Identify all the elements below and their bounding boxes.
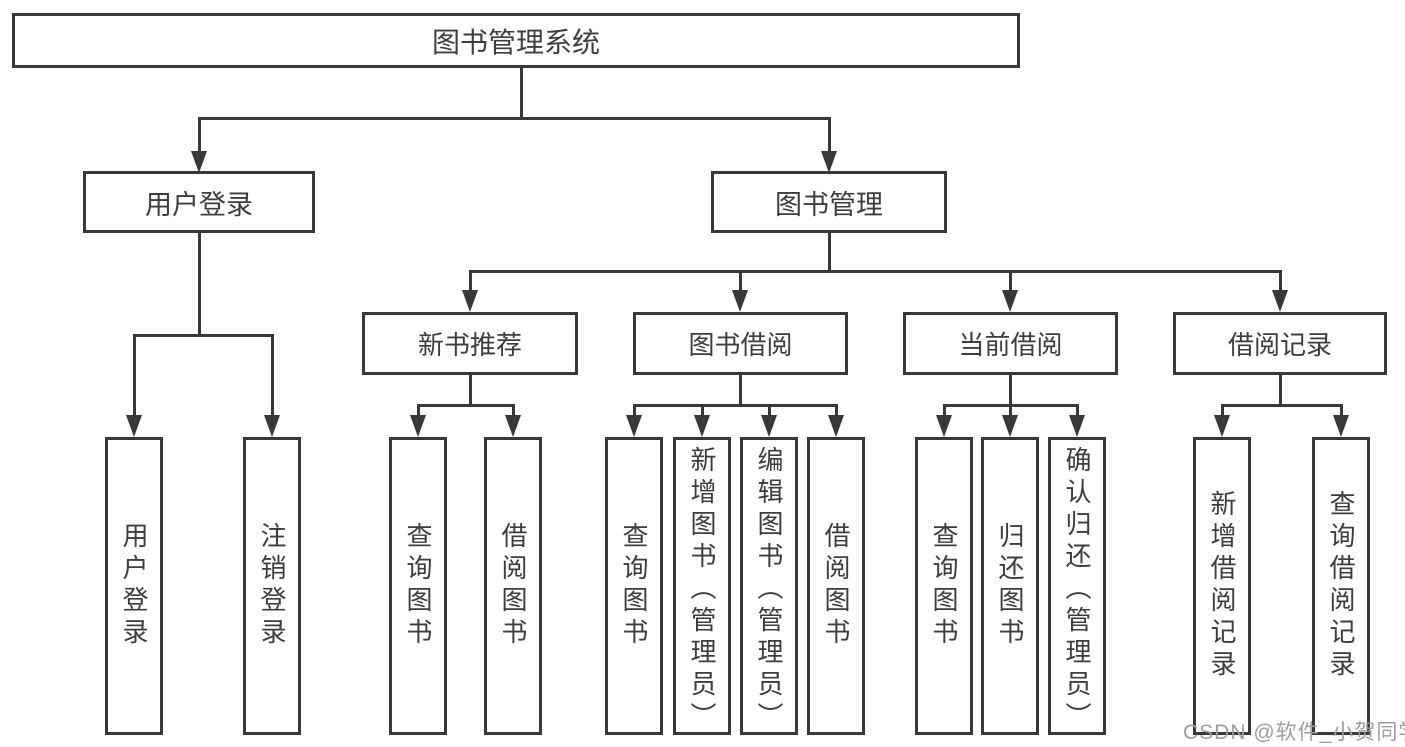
connector-recommend-stem xyxy=(469,374,472,407)
arrow-down-icon xyxy=(1272,290,1288,312)
node-current-borrow: 当前借阅 xyxy=(903,312,1118,375)
node-leaf-edit-books-admin: 编辑图书（管理员） xyxy=(740,437,798,735)
connector-drop xyxy=(1221,406,1224,418)
arrow-down-icon xyxy=(191,151,207,173)
arrow-down-icon xyxy=(821,151,837,173)
node-new-book-recommend: 新书推荐 xyxy=(362,312,578,375)
connector-drop-records xyxy=(1279,272,1282,292)
node-leaf-return-books: 归还图书 xyxy=(981,437,1039,735)
arrow-down-icon xyxy=(1214,415,1230,437)
connector-drop xyxy=(835,406,838,418)
arrow-down-icon xyxy=(505,415,521,437)
node-leaf-add-books-admin: 新增图书（管理员） xyxy=(673,437,731,735)
node-user-login: 用户登录 xyxy=(83,171,315,233)
arrow-down-icon xyxy=(410,415,426,437)
connector-borrow-stem xyxy=(739,374,742,407)
node-leaf-confirm-return-admin: 确认归还（管理员） xyxy=(1048,437,1106,735)
connector-drop xyxy=(943,406,946,418)
node-leaf-user-login: 用户登录 xyxy=(105,437,163,735)
connector-records-stem xyxy=(1279,374,1282,407)
connector-drop xyxy=(768,406,771,418)
connector-user-login-stem xyxy=(198,232,201,336)
node-leaf-query-books-recommend: 查询图书 xyxy=(389,437,447,735)
node-leaf-logout: 注销登录 xyxy=(243,437,301,735)
arrow-down-icon xyxy=(761,415,777,437)
connector-drop-user-login xyxy=(198,119,201,153)
connector-drop-logout xyxy=(271,336,274,416)
node-leaf-query-books-current: 查询图书 xyxy=(915,437,973,735)
arrow-down-icon xyxy=(936,415,952,437)
arrow-down-icon xyxy=(1333,415,1349,437)
node-leaf-add-borrow-record: 新增借阅记录 xyxy=(1193,437,1251,735)
arrow-down-icon xyxy=(694,415,710,437)
node-book-borrow: 图书借阅 xyxy=(633,312,848,375)
connector-current-stem xyxy=(1009,374,1012,407)
connector-drop-login xyxy=(133,336,136,416)
connector-drop-recommend xyxy=(469,272,472,292)
connector-drop-borrow xyxy=(739,272,742,292)
connector-drop xyxy=(1076,406,1079,418)
arrow-down-icon xyxy=(828,415,844,437)
connector-records-rail xyxy=(1221,404,1343,407)
arrow-down-icon xyxy=(1069,415,1085,437)
connector-level3-rail xyxy=(469,270,1282,273)
connector-drop xyxy=(633,406,636,418)
node-leaf-borrow-books-recommend: 借阅图书 xyxy=(484,437,542,735)
node-leaf-query-books-borrow: 查询图书 xyxy=(605,437,663,735)
arrow-down-icon xyxy=(462,290,478,312)
connector-current-rail xyxy=(943,404,1079,407)
csdn-watermark: CSDN @软件_小贺同学 xyxy=(1183,721,1405,744)
connector-user-login-rail xyxy=(133,334,274,337)
arrow-down-icon xyxy=(126,415,142,437)
connector-borrow-rail xyxy=(633,404,838,407)
node-borrow-records: 借阅记录 xyxy=(1173,312,1387,375)
arrow-down-icon xyxy=(1002,415,1018,437)
connector-drop xyxy=(1340,406,1343,418)
connector-recommend-rail xyxy=(417,404,515,407)
node-library-management-system: 图书管理系统 xyxy=(12,13,1020,68)
arrow-down-icon xyxy=(732,290,748,312)
connector-level2-rail xyxy=(198,117,831,120)
connector-root-stem xyxy=(520,67,523,119)
arrow-down-icon xyxy=(264,415,280,437)
connector-book-management-stem xyxy=(828,232,831,272)
node-leaf-query-borrow-record: 查询借阅记录 xyxy=(1312,437,1370,735)
connector-drop-book-management xyxy=(828,119,831,153)
connector-drop xyxy=(1009,406,1012,418)
connector-drop xyxy=(417,406,420,418)
connector-drop-current xyxy=(1009,272,1012,292)
node-leaf-borrow-books: 借阅图书 xyxy=(807,437,865,735)
arrow-down-icon xyxy=(626,415,642,437)
connector-drop xyxy=(512,406,515,418)
connector-drop xyxy=(701,406,704,418)
arrow-down-icon xyxy=(1002,290,1018,312)
node-book-management: 图书管理 xyxy=(711,171,947,233)
